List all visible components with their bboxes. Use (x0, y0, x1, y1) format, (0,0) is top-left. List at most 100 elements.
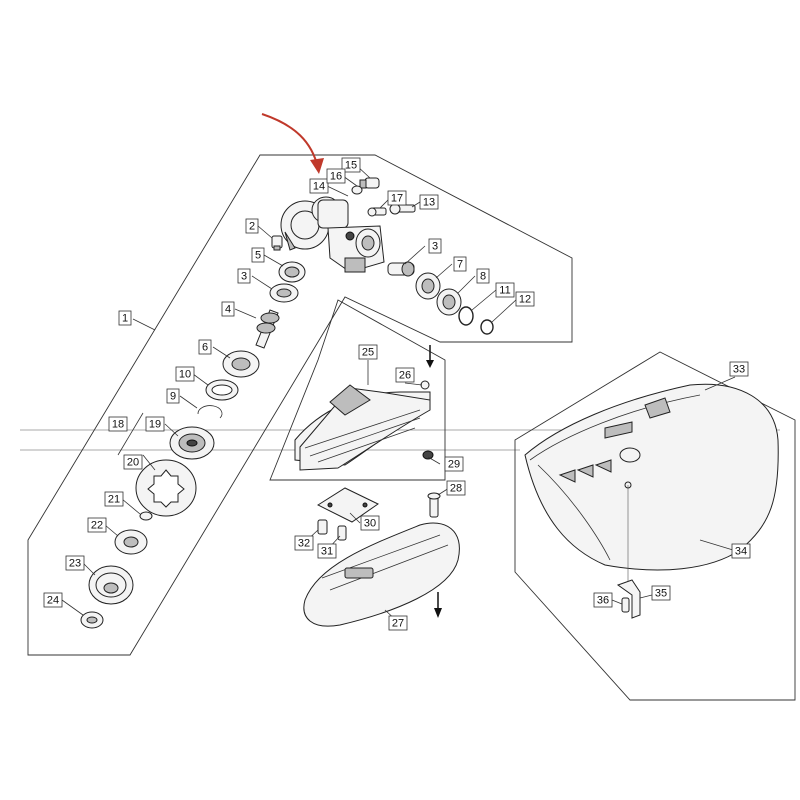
bearing-part-right (387, 261, 415, 277)
callout-box (118, 310, 132, 326)
cover-cup-part (88, 565, 134, 605)
gear-head-housing (280, 196, 385, 273)
callout-15: 15 (341, 157, 361, 173)
callout-box (341, 157, 361, 173)
assembly-arrow-icon (426, 345, 434, 368)
callout-number: 17 (391, 193, 403, 205)
callout-9: 9 (166, 388, 180, 404)
callout-number: 3 (241, 271, 247, 283)
callout-13: 13 (419, 194, 439, 210)
callout-number: 19 (149, 419, 161, 431)
callout-number: 34 (735, 546, 747, 558)
bolt-part (389, 203, 416, 215)
callout-box (651, 585, 671, 601)
callout-2: 2 (245, 218, 259, 234)
bearing-part-7 (415, 272, 441, 300)
gear-head-group-outline (27, 154, 573, 656)
callout-27: 27 (388, 615, 408, 631)
callout-number: 16 (330, 171, 342, 183)
callout-3b: 3 (428, 238, 442, 254)
callout-28: 28 (446, 480, 466, 496)
output-gear-part (169, 426, 215, 460)
callout-box (198, 339, 212, 355)
callout-36: 36 (593, 592, 613, 608)
callout-20: 20 (123, 454, 143, 470)
screw-part (367, 207, 387, 217)
callout-3a: 3 (237, 268, 251, 284)
callout-box (360, 515, 380, 531)
callout-number: 35 (655, 588, 667, 600)
callout-box (65, 555, 85, 571)
highlight-arrow-icon (261, 113, 324, 174)
blade-guard-part (294, 380, 431, 471)
callout-number: 32 (298, 538, 310, 550)
callout-number: 36 (597, 595, 609, 607)
callout-box (145, 416, 165, 432)
callout-12: 12 (515, 291, 535, 307)
callout-box (237, 268, 251, 284)
callout-5: 5 (251, 247, 265, 263)
callout-number: 8 (480, 271, 486, 283)
callout-number: 12 (519, 294, 531, 306)
bearing-part-8 (436, 288, 462, 316)
callout-box (419, 194, 439, 210)
callout-box (515, 291, 535, 307)
ring-part-12 (480, 319, 494, 335)
callout-number: 9 (170, 391, 176, 403)
callout-8: 8 (476, 268, 490, 284)
callout-7: 7 (453, 256, 467, 272)
callout-number: 25 (362, 347, 374, 359)
callout-box (245, 218, 259, 234)
callout-box (446, 480, 466, 496)
callout-box (108, 416, 128, 432)
callout-16: 16 (326, 168, 346, 184)
callout-box (175, 366, 195, 382)
cover-group-outline (514, 351, 796, 701)
bolt-part-28 (427, 492, 441, 518)
callout-19: 19 (145, 416, 165, 432)
callout-box (729, 361, 749, 377)
callout-box (43, 592, 63, 608)
callout-number: 2 (249, 221, 255, 233)
callout-10: 10 (175, 366, 195, 382)
lower-guard-part (303, 522, 460, 627)
callout-number: 23 (69, 558, 81, 570)
callout-number: 4 (225, 304, 231, 316)
callout-box (388, 615, 408, 631)
circlip-part (197, 405, 223, 419)
circlip-part-11 (458, 306, 474, 326)
callout-box (123, 454, 143, 470)
assembly-arrow-icon-lower (434, 592, 442, 618)
spacer-ring-part (205, 379, 239, 401)
callout-box (251, 247, 265, 263)
washer-part (351, 185, 363, 195)
callout-30: 30 (360, 515, 380, 531)
callout-box (166, 388, 180, 404)
callout-number: 11 (499, 285, 510, 297)
callout-21: 21 (104, 491, 124, 507)
callout-box (387, 190, 407, 206)
callout-6: 6 (198, 339, 212, 355)
callout-box (453, 256, 467, 272)
callout-26: 26 (395, 367, 415, 383)
callout-box (294, 535, 314, 551)
callout-number: 15 (345, 160, 357, 172)
mounting-plate-part (316, 487, 379, 523)
callout-number: 26 (399, 370, 411, 382)
callout-box (476, 268, 490, 284)
callout-34: 34 (731, 543, 751, 559)
large-cover-part (524, 383, 779, 585)
nut-part (80, 611, 104, 629)
clip-part (616, 579, 641, 619)
callout-35: 35 (651, 585, 671, 601)
grease-nipple-part (271, 235, 283, 251)
bearing-part-left (269, 283, 299, 303)
screw-part-31 (337, 525, 347, 541)
support-plate-part (135, 459, 197, 517)
callout-box (731, 543, 751, 559)
callout-box (358, 344, 378, 360)
screw-part-32 (317, 519, 328, 535)
callout-number: 6 (202, 342, 208, 354)
